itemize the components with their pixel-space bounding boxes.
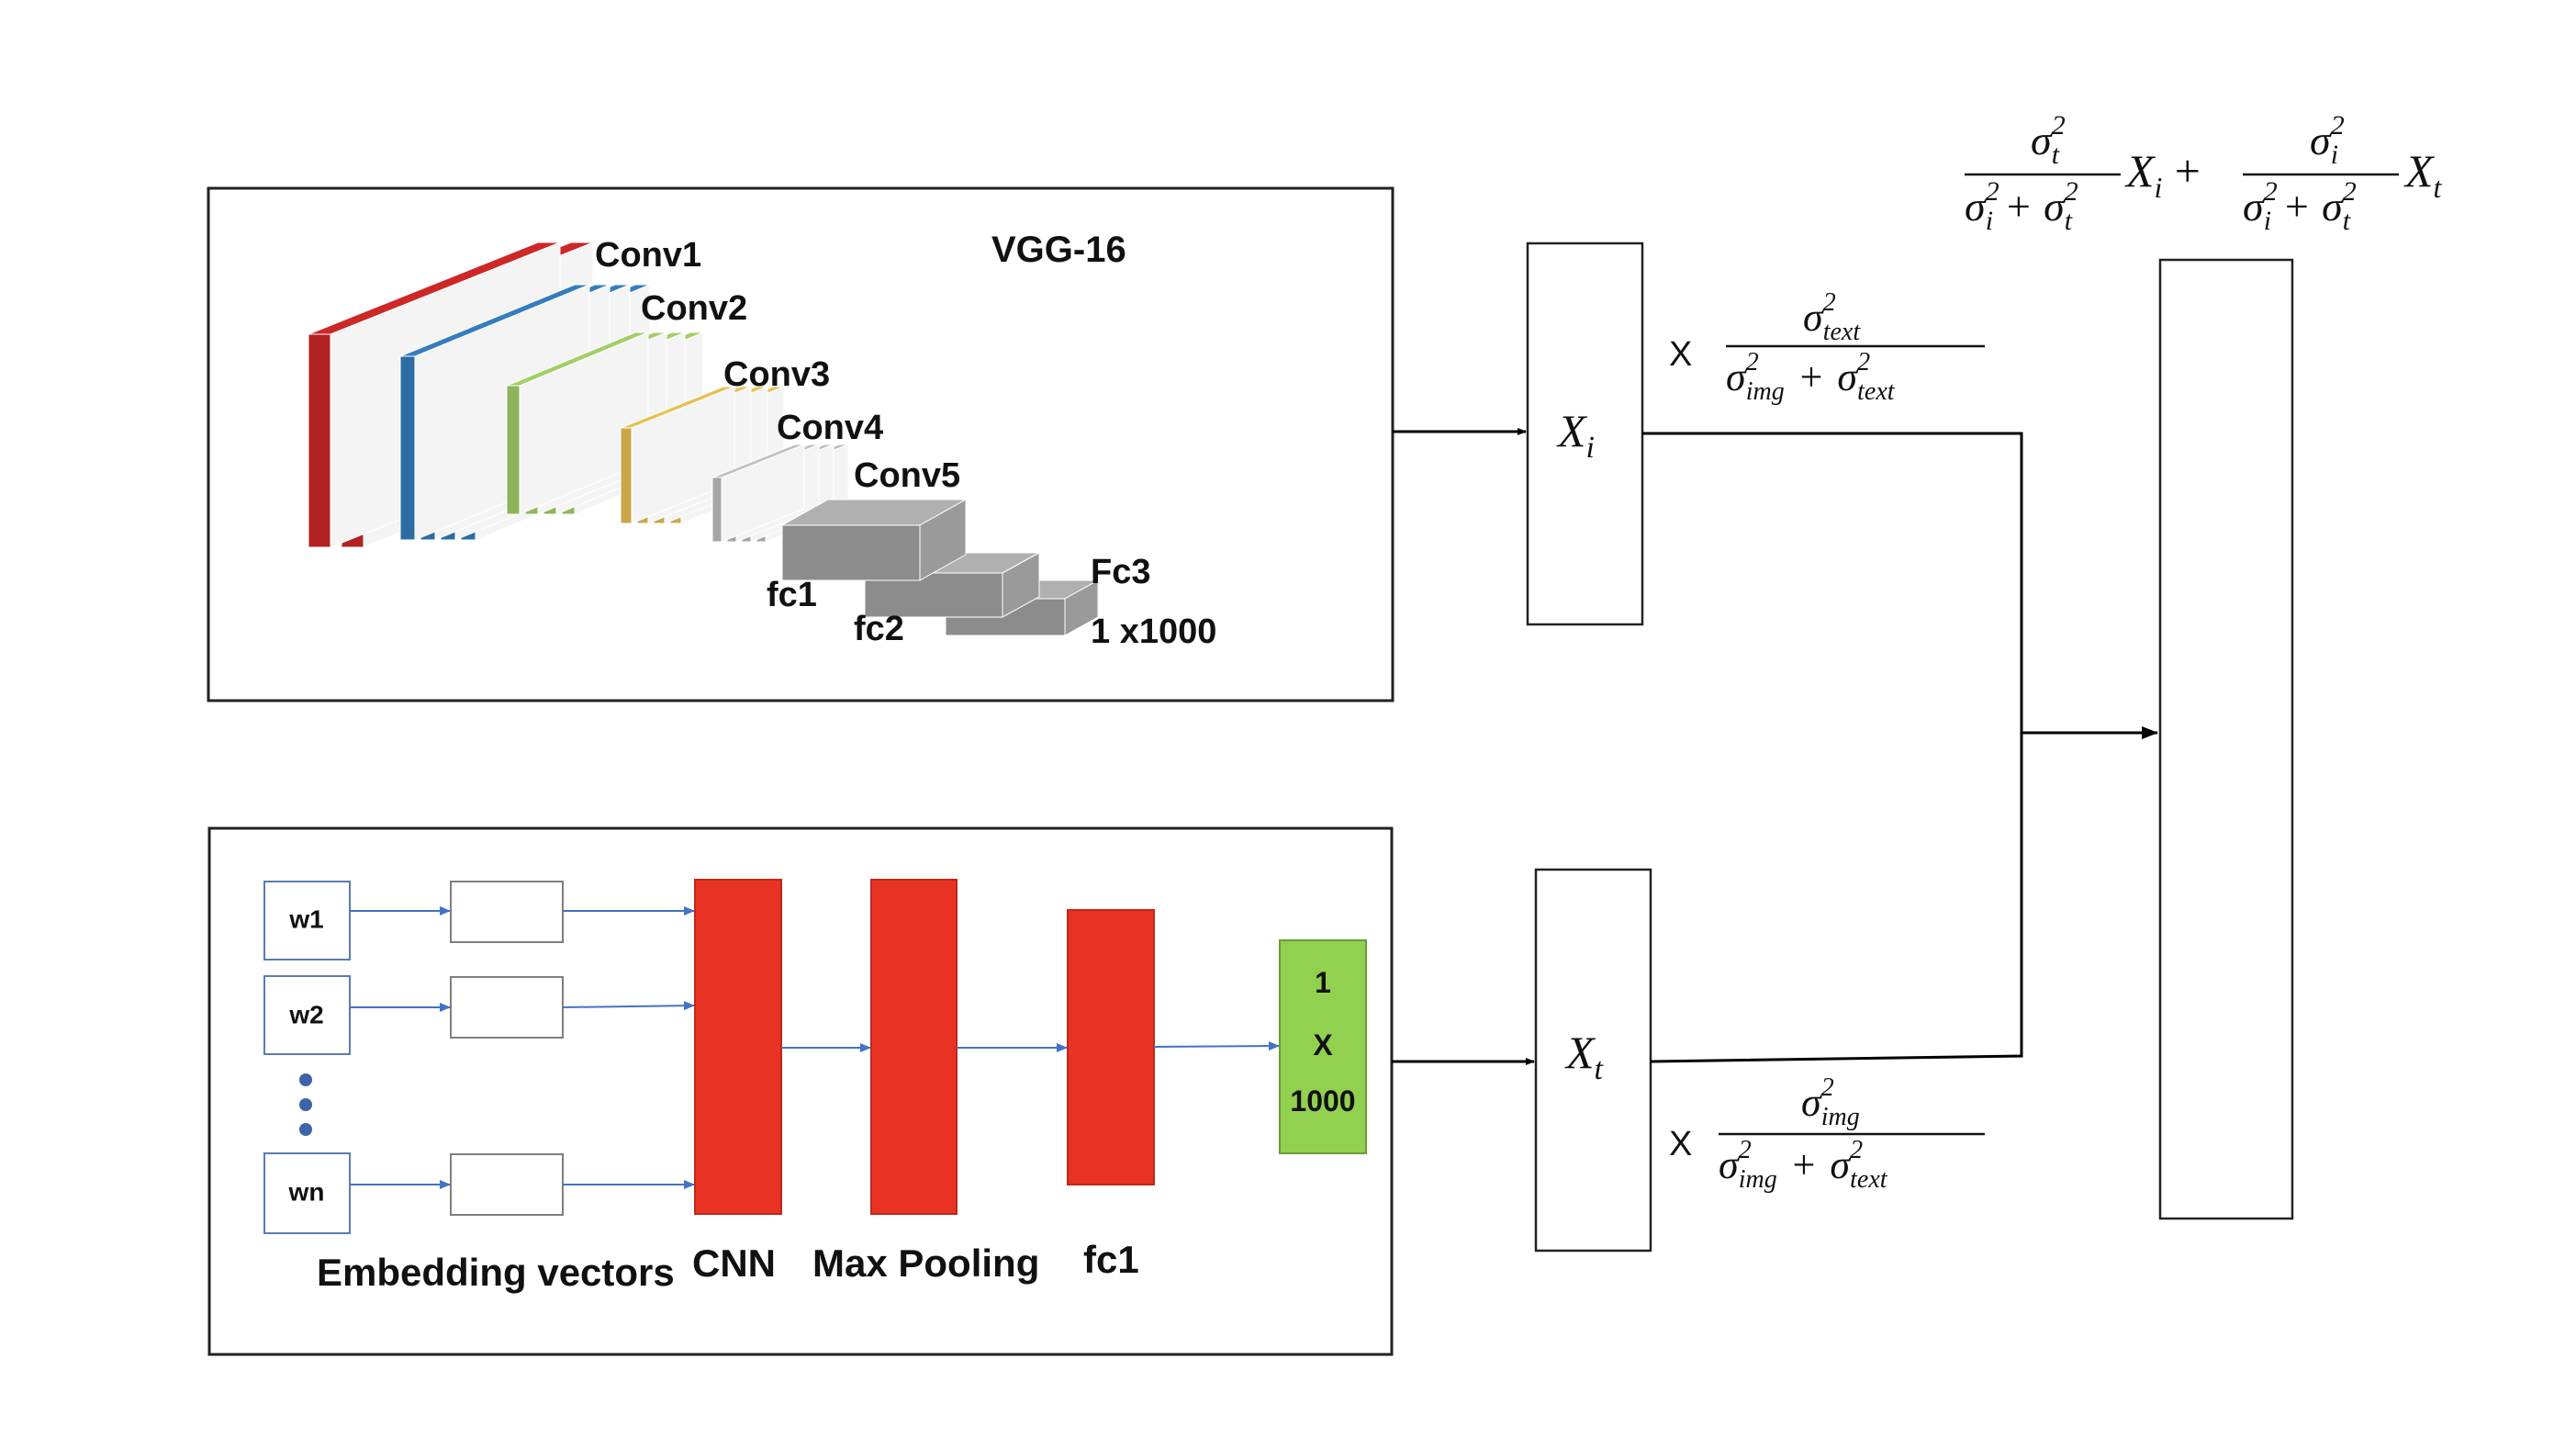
multiply-sign-image: X [1669, 335, 1692, 374]
ellipsis-dot [299, 1073, 312, 1086]
fc3-label: Fc3 [1091, 553, 1150, 591]
conv4-label: Conv4 [777, 409, 883, 447]
ellipsis-dot [299, 1098, 312, 1111]
arrow [1153, 1041, 1280, 1051]
embedding-vectors-label: Embedding vectors [317, 1251, 675, 1294]
conv2-slab [399, 355, 416, 541]
word-box-w2 [263, 975, 351, 1055]
svg-text:Xt: Xt [2403, 145, 2443, 204]
conv3-slab [506, 385, 521, 515]
vgg-layer-stack [308, 242, 1100, 636]
fusion-output-box [2158, 258, 2294, 1220]
xt-box [1534, 868, 1652, 1253]
ellipsis-dot [299, 1123, 312, 1136]
conv2-label: Conv2 [641, 289, 747, 328]
text-output-box [1279, 939, 1367, 1154]
svg-text:σ2i: σ2i [2310, 110, 2345, 170]
text-output-1: 1 [1315, 966, 1331, 999]
xt-label: Xt [1564, 1027, 1605, 1086]
vgg-output-label: 1 x1000 [1091, 612, 1216, 651]
fc2-block [864, 572, 1003, 618]
cnn-layer [694, 879, 782, 1215]
conv5-slab [711, 477, 722, 543]
svg-text:Xi+: Xi+ [2124, 145, 2202, 204]
vgg-title: VGG-16 [991, 230, 1126, 270]
text-cnn-panel [207, 826, 1394, 1356]
text-output-1000: 1000 [1290, 1084, 1355, 1118]
multiply-sign-text: X [1669, 1125, 1692, 1163]
connector-line [1642, 432, 2023, 1063]
conv3-label: Conv3 [723, 355, 830, 394]
fc1-layer [1067, 909, 1155, 1185]
cnn-label: CNN [692, 1241, 776, 1285]
xi-label: Xi [1556, 405, 1595, 465]
embedding-box [450, 1153, 564, 1216]
embedding-box [450, 976, 564, 1039]
fc1-text-label: fc1 [1083, 1238, 1139, 1281]
conv1-slab [308, 333, 331, 548]
arrow [562, 1001, 695, 1011]
word-wn: wn [288, 1177, 325, 1206]
text-output-x: X [1313, 1028, 1333, 1062]
embedding-box [450, 881, 564, 943]
word-box-wn [263, 1152, 351, 1234]
word-w1: w1 [288, 904, 323, 933]
maxpool-layer [870, 879, 958, 1215]
svg-text:σ2i+σ2t: σ2i+σ2t [1965, 176, 2078, 236]
word-box-w1 [263, 881, 351, 961]
fc2-label: fc2 [854, 610, 904, 648]
svg-text:σ2t: σ2t [2031, 110, 2066, 170]
conv5-label: Conv5 [854, 456, 960, 495]
conv1-label: Conv1 [595, 236, 701, 275]
fc1-block [781, 524, 921, 581]
svg-text:σ2i+σ2t: σ2i+σ2t [2243, 176, 2357, 236]
word-w2: w2 [288, 1000, 323, 1028]
conv4-slab [620, 427, 633, 524]
fc1-label: fc1 [767, 576, 817, 614]
maxpool-label: Max Pooling [812, 1241, 1039, 1285]
